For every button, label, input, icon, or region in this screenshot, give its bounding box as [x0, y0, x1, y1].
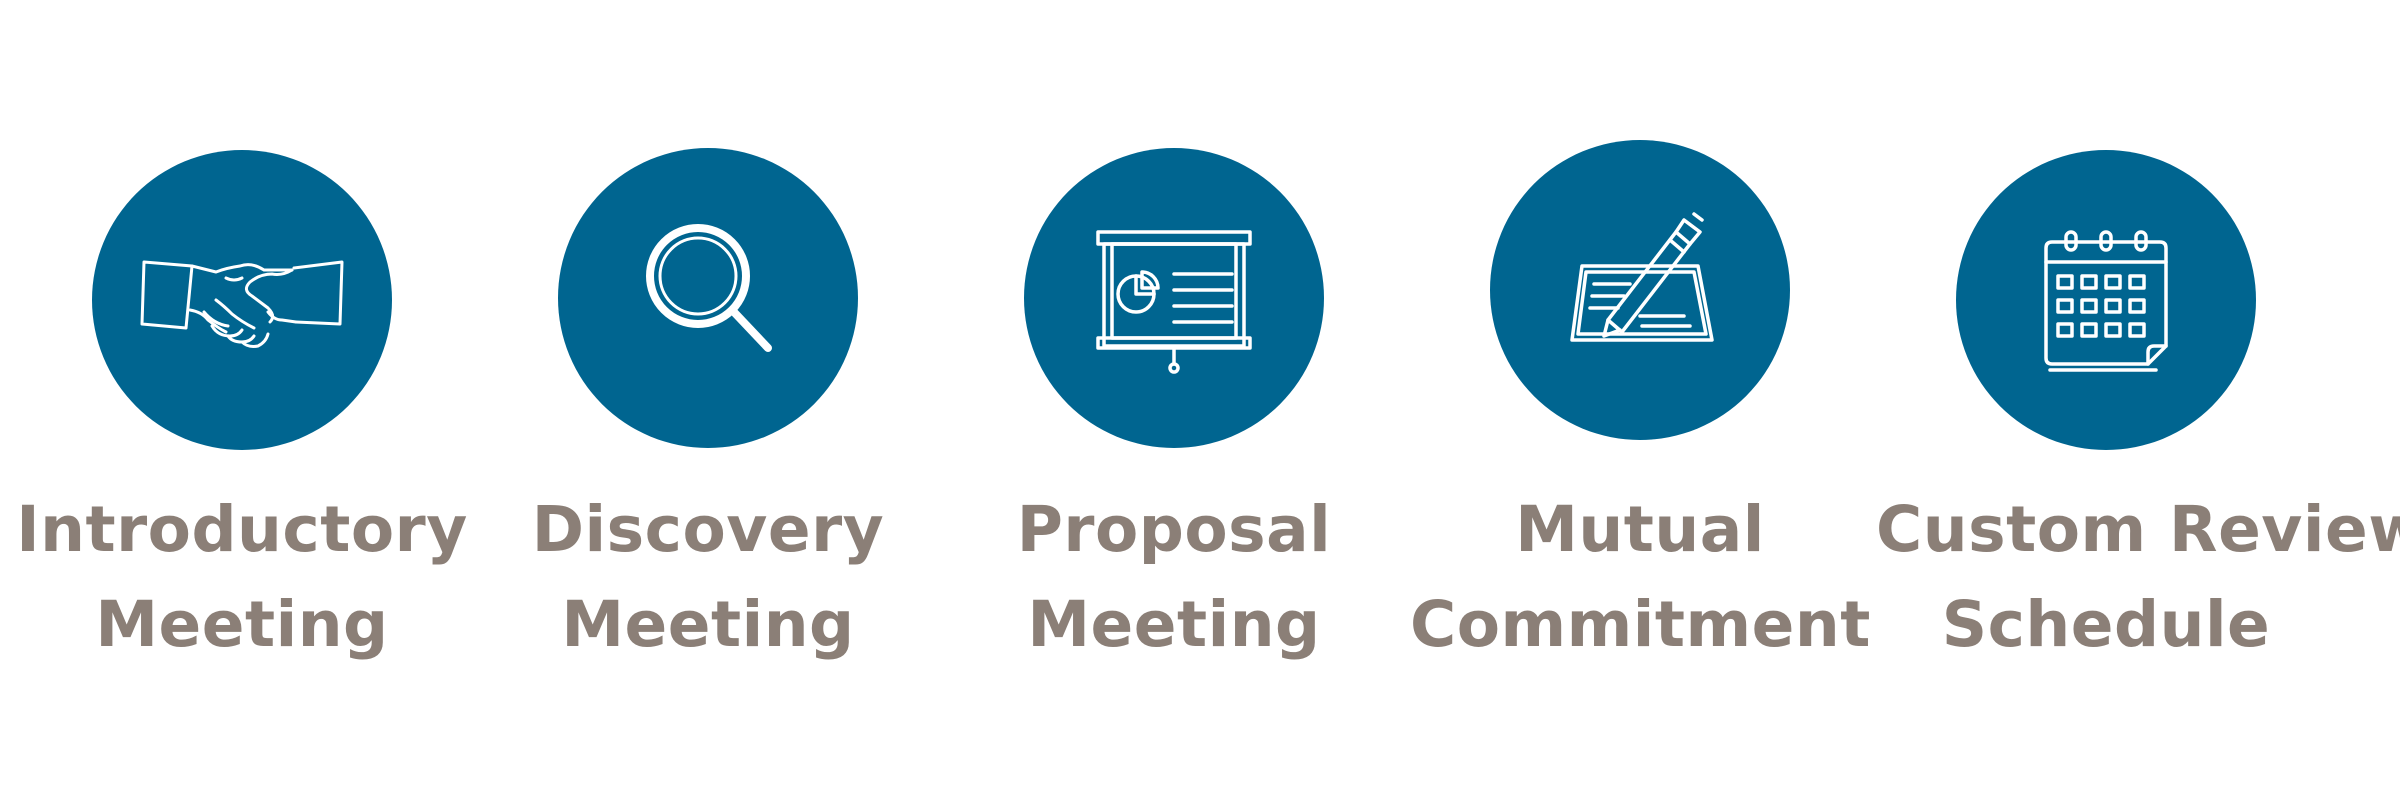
step-label-line2: Meeting — [95, 588, 389, 661]
step-label-line1: Mutual — [1515, 493, 1765, 566]
presentation-board-icon — [1096, 230, 1252, 374]
step-introductory-meeting: Introductory Meeting — [12, 0, 472, 800]
step-label: Custom Review Schedule — [1876, 482, 2400, 672]
step-circle — [1956, 150, 2256, 450]
step-custom-review-schedule: Custom Review Schedule — [1876, 0, 2400, 800]
step-circle — [558, 148, 858, 448]
step-label: Proposal Meeting — [944, 482, 1404, 672]
step-discovery-meeting: Discovery Meeting — [478, 0, 938, 800]
step-circle — [1490, 140, 1790, 440]
step-circle — [1024, 148, 1324, 448]
step-label-line1: Custom Review — [1876, 493, 2400, 566]
step-label: Discovery Meeting — [478, 482, 938, 672]
step-label: Introductory Meeting — [12, 482, 472, 672]
step-label-line1: Proposal — [1016, 493, 1332, 566]
step-mutual-commitment: Mutual Commitment — [1410, 0, 1870, 800]
step-label-line1: Introductory — [16, 493, 468, 566]
magnifying-glass-icon — [646, 224, 772, 352]
step-label-line2: Meeting — [561, 588, 855, 661]
step-label-line2: Schedule — [1941, 588, 2271, 661]
step-label-line1: Discovery — [531, 493, 885, 566]
step-proposal-meeting: Proposal Meeting — [944, 0, 1404, 800]
pen-document-icon — [1570, 212, 1714, 342]
step-label-line2: Commitment — [1410, 588, 1871, 661]
step-circle — [92, 150, 392, 450]
handshake-icon — [140, 260, 344, 348]
step-label-line2: Meeting — [1027, 588, 1321, 661]
step-label: Mutual Commitment — [1410, 482, 1870, 672]
calendar-icon — [2044, 230, 2168, 372]
